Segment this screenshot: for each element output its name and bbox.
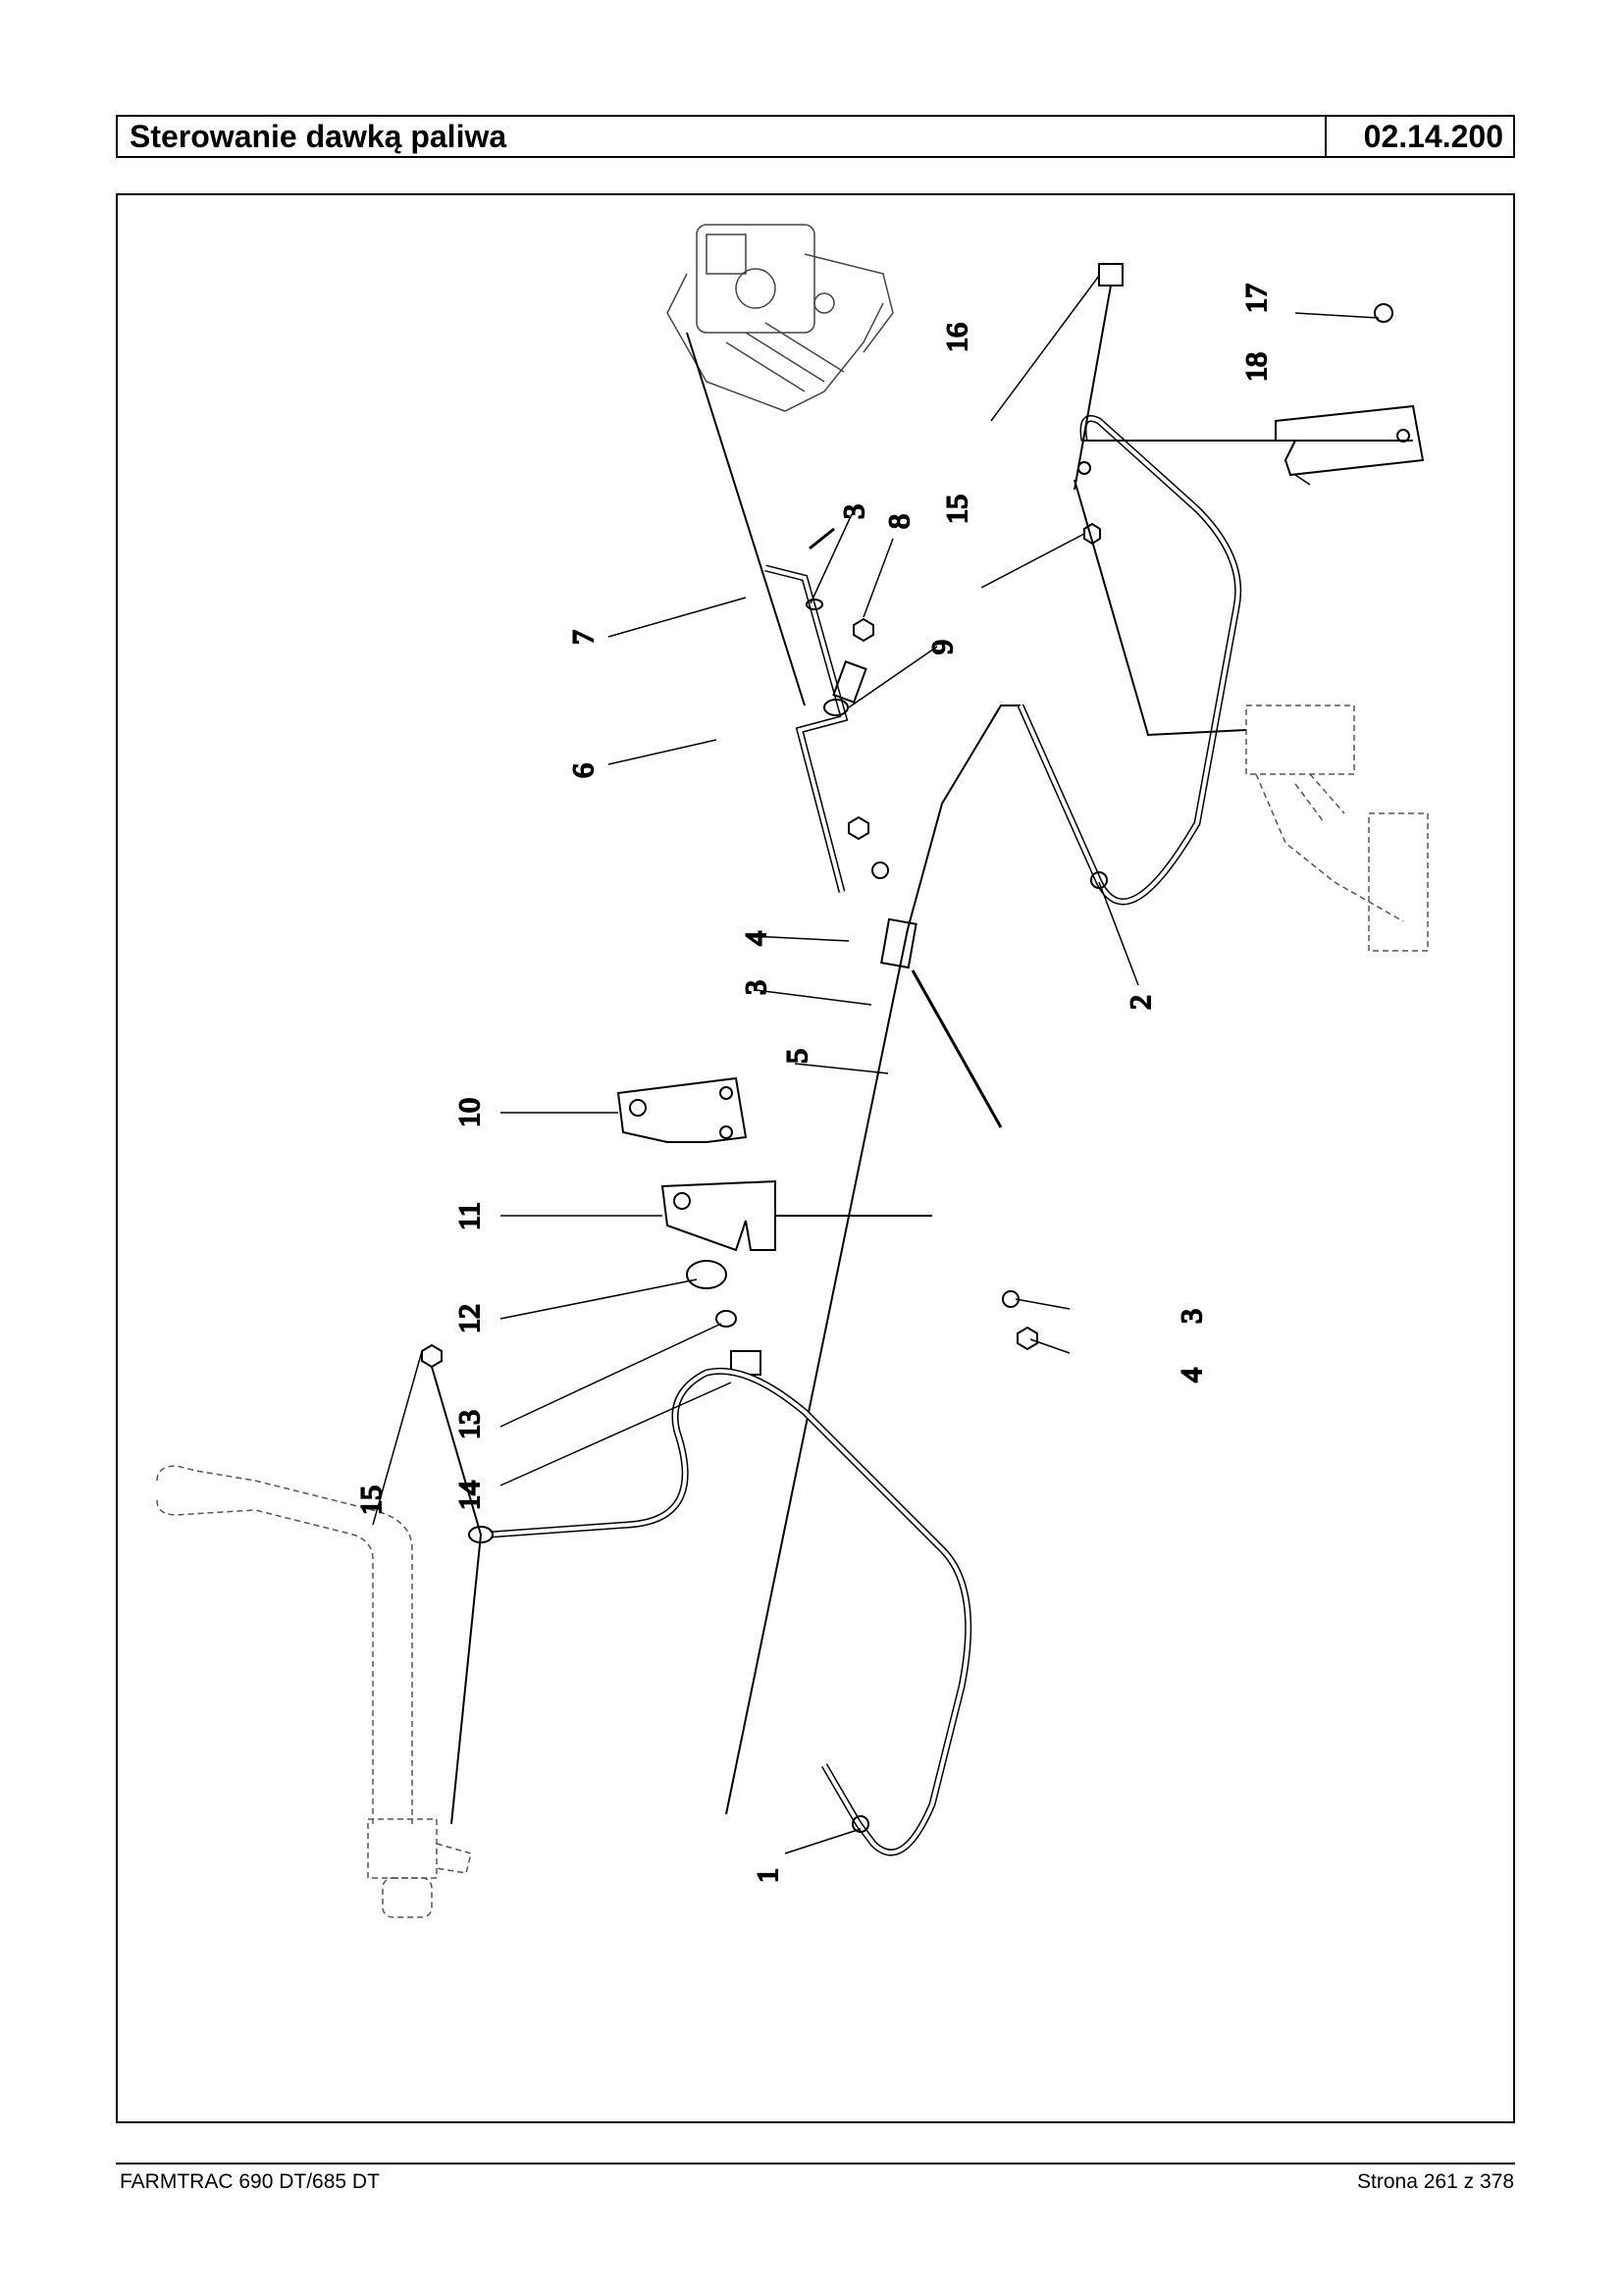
callout-16: 16 xyxy=(941,323,973,352)
callout-4-mid: 4 xyxy=(740,931,772,946)
parts-diagram: 1 2 3 3 3 4 4 5 6 7 8 9 10 11 12 13 14 1… xyxy=(156,224,1429,1918)
callout-15-low: 15 xyxy=(355,1486,388,1515)
callout-17: 17 xyxy=(1240,284,1273,313)
callout-6: 6 xyxy=(567,763,600,778)
injection-pump-drawing xyxy=(666,224,894,412)
page-title: Sterowanie dawką paliwa xyxy=(130,119,507,154)
section-code: 02.14.200 xyxy=(1325,117,1513,156)
header-bar: Sterowanie dawką paliwa 02.14.200 xyxy=(116,115,1515,158)
callout-2: 2 xyxy=(1125,995,1157,1010)
callout-12: 12 xyxy=(453,1304,486,1333)
leader-lines xyxy=(372,275,1380,1854)
callout-labels: 1 2 3 3 3 4 4 5 6 7 8 9 10 11 12 13 14 1… xyxy=(354,283,1274,1884)
pump-link xyxy=(686,332,806,706)
footer-page-number: Strona 261 z 378 xyxy=(1357,2170,1514,2193)
hand-lever-drawing xyxy=(156,1465,472,1918)
callout-14: 14 xyxy=(453,1481,486,1510)
callout-3-top: 3 xyxy=(838,504,870,519)
callout-3-mid: 3 xyxy=(740,980,772,995)
callout-18: 18 xyxy=(1240,352,1273,382)
callout-9: 9 xyxy=(926,640,959,654)
foot-pedal-drawing xyxy=(1245,704,1429,952)
callout-4-low: 4 xyxy=(1176,1368,1208,1382)
callout-3-low: 3 xyxy=(1176,1309,1208,1324)
long-cable xyxy=(725,928,909,1815)
footer-rule xyxy=(116,2163,1515,2165)
callout-11: 11 xyxy=(453,1202,486,1230)
callout-13: 13 xyxy=(453,1410,486,1439)
callout-10: 10 xyxy=(453,1098,486,1127)
callout-15-top: 15 xyxy=(941,495,973,524)
footer-model: FARMTRAC 690 DT/685 DT xyxy=(120,2170,380,2193)
callout-1: 1 xyxy=(752,1868,784,1883)
callout-7: 7 xyxy=(567,630,600,645)
diagram-frame: 1 2 3 3 3 4 4 5 6 7 8 9 10 11 12 13 14 1… xyxy=(116,193,1515,2123)
callout-8: 8 xyxy=(883,514,916,529)
callout-5: 5 xyxy=(781,1049,813,1064)
